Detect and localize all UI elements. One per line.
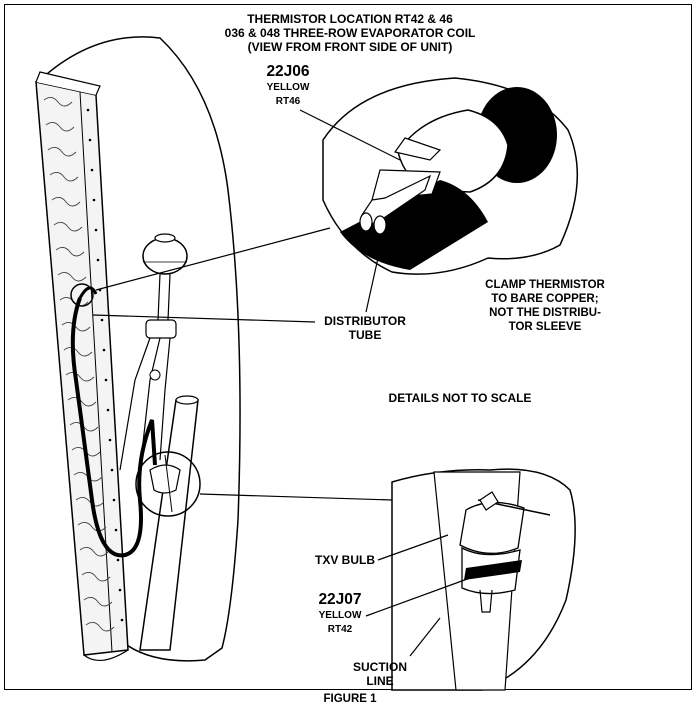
figure-title: THERMISTOR LOCATION RT42 & 46 036 & 048 …	[190, 12, 510, 54]
suction-line-line-1: SUCTION	[353, 660, 407, 674]
title-line-1: THERMISTOR LOCATION RT42 & 46	[247, 12, 453, 26]
leader-txv-bulb	[377, 534, 449, 561]
thermistor-cable	[70, 297, 157, 558]
connector-22j07-color: YELLOW	[318, 610, 362, 621]
connector-22j06-code: 22J06	[266, 63, 310, 80]
coil-holes	[86, 108, 124, 622]
leader-22j06	[299, 109, 401, 161]
txv-callout-circle	[135, 451, 201, 517]
connector-22j06-sensor: RT46	[275, 96, 301, 107]
leader-suction	[409, 617, 441, 657]
connector-22j07-code: 22J07	[318, 591, 362, 608]
leader-txv	[199, 493, 393, 501]
clamp-note-line-1: CLAMP THERMISTOR	[485, 279, 605, 291]
txv-bulb-label: TXV BULB	[315, 553, 375, 567]
distributor-body	[142, 237, 188, 275]
clamp-note-line-2: TO BARE COPPER;	[491, 293, 599, 305]
connector-22j07-label: 22J07 YELLOW RT42	[300, 590, 380, 637]
title-line-2: 036 & 048 THREE-ROW EVAPORATOR COIL	[224, 26, 476, 40]
leader-22j07	[365, 577, 471, 617]
scale-note: DETAILS NOT TO SCALE	[388, 391, 532, 405]
leader-clamp	[365, 257, 379, 313]
connector-22j06-label: 22J06 YELLOW RT46	[248, 62, 328, 109]
distributor-tube-line-2: TUBE	[348, 328, 382, 342]
leader-distributor-a	[95, 227, 331, 291]
suction-line-line-2: LINE	[366, 674, 394, 688]
connector-22j07-sensor: RT42	[327, 624, 353, 635]
title-line-3: (VIEW FROM FRONT SIDE OF UNIT)	[247, 40, 453, 54]
distributor-tube-line-1: DISTRIBUTOR	[324, 314, 406, 328]
connector-22j06-color: YELLOW	[266, 82, 310, 93]
distributor-callout-circle	[70, 283, 94, 307]
clamp-note-line-3: NOT THE DISTRIBU-	[489, 307, 601, 319]
clamp-note: CLAMP THERMISTOR TO BARE COPPER; NOT THE…	[465, 278, 625, 334]
figure-frame	[4, 4, 692, 690]
clamp-note-line-4: TOR SLEEVE	[508, 321, 582, 333]
distributor-tube-label: DISTRIBUTOR TUBE	[310, 314, 420, 342]
leader-distributor-b	[92, 314, 316, 323]
suction-line-label: SUCTION LINE	[345, 660, 415, 688]
figure-caption: FIGURE 1	[323, 693, 377, 705]
